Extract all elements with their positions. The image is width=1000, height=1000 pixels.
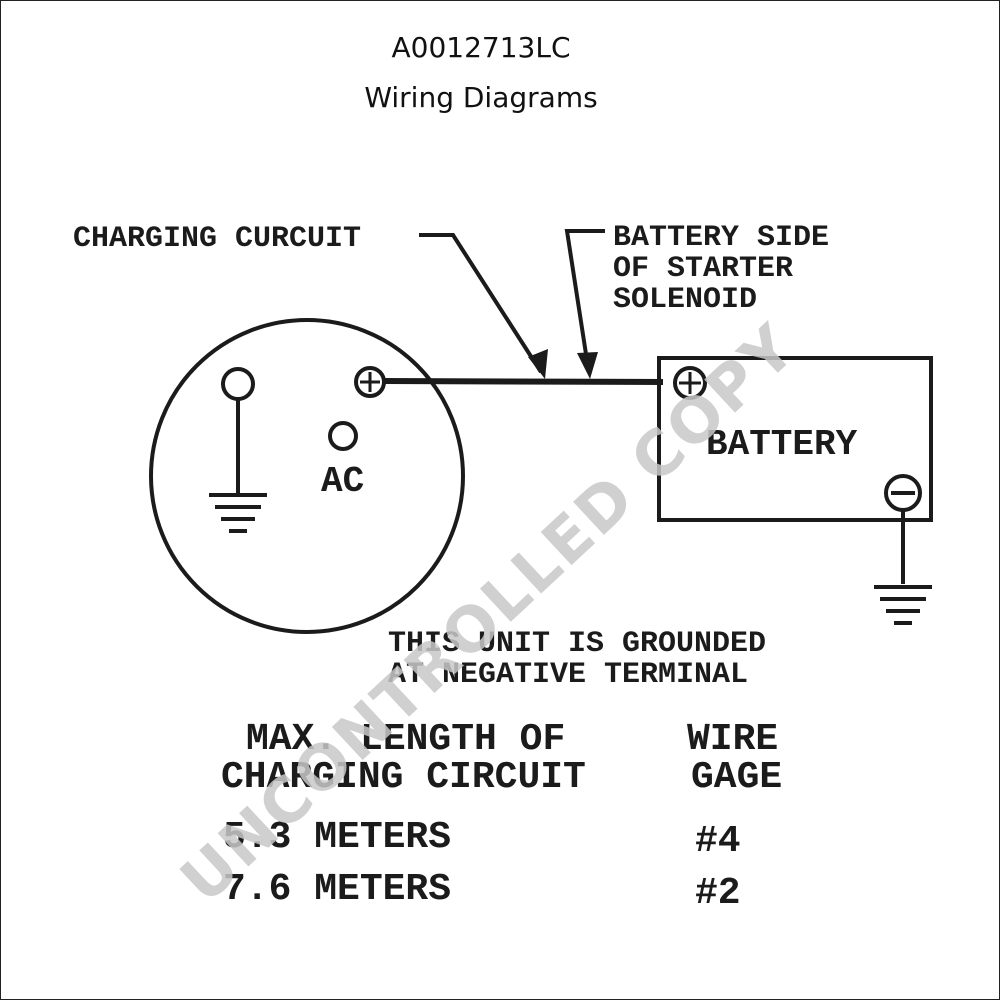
alternator-circle (149, 318, 465, 634)
table-row-2-gage: #2 (695, 872, 741, 915)
solenoid-label-line-2: OF STARTER (613, 252, 793, 286)
charging-wire (383, 378, 664, 385)
alternator-ground-icon (209, 493, 267, 533)
battery-negative-terminal-icon (884, 474, 922, 512)
table-header-gage-line-2: GAGE (691, 756, 782, 799)
table-header-length-line-2: CHARGING CIRCUIT (221, 756, 586, 799)
battery-box (657, 356, 933, 522)
table-row-1-length: 5.3 METERS (223, 816, 451, 859)
battery-label: BATTERY (706, 424, 858, 465)
solenoid-leader-arrow (564, 229, 605, 379)
table-header-gage-line-1: WIRE (687, 718, 778, 761)
table-row-2-length: 7.6 METERS (223, 868, 451, 911)
battery-ground-icon (874, 585, 932, 625)
solenoid-label-line-3: SOLENOID (613, 283, 757, 317)
alternator-positive-terminal-icon (354, 366, 386, 398)
page-title: Wiring Diagrams (364, 81, 598, 114)
ground-note-line-1: THIS UNIT IS GROUNDED (388, 627, 766, 661)
battery-positive-terminal-icon (673, 366, 707, 400)
ac-terminal-icon (328, 421, 358, 451)
table-row-1-gage: #4 (695, 820, 741, 863)
solenoid-label-line-1: BATTERY SIDE (613, 221, 829, 255)
ac-label: AC (321, 461, 364, 502)
charging-circuit-leader-arrow (419, 233, 548, 379)
table-header-length-line-1: MAX. LENGTH OF (246, 718, 565, 761)
ground-post-icon (221, 367, 255, 401)
ground-note-line-2: AT NEGATIVE TERMINAL (388, 658, 748, 692)
part-number: A0012713LC (391, 31, 571, 64)
charging-circuit-label: CHARGING CURCUIT (73, 222, 361, 256)
